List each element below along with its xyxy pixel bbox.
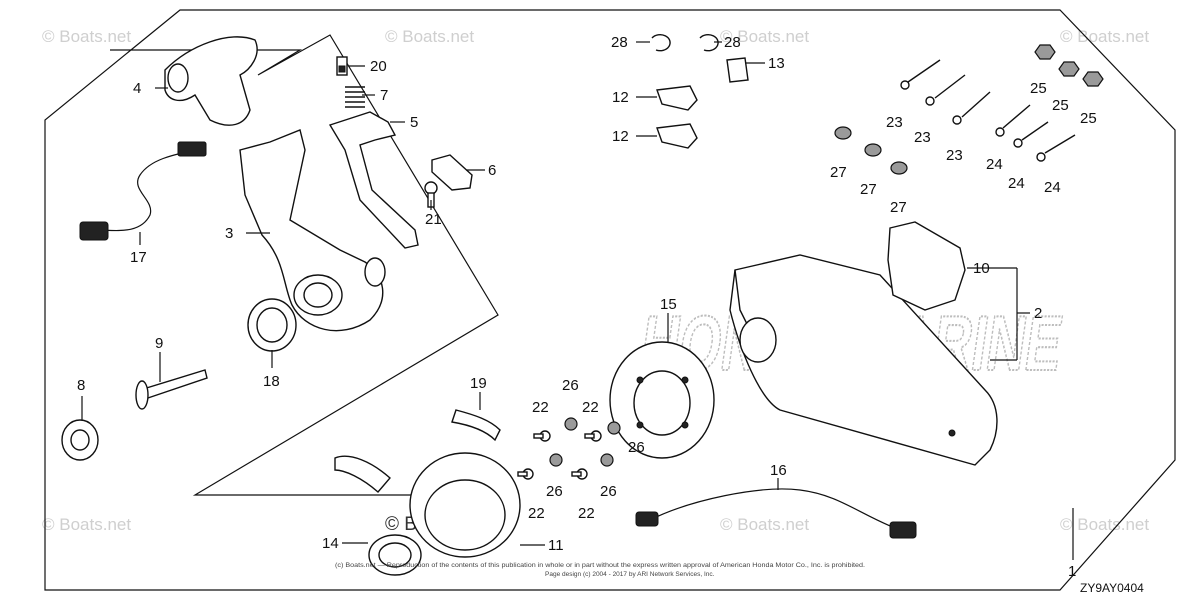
watermark-text: © Boats.net [1060, 515, 1149, 534]
callout: 12 [612, 89, 629, 106]
callout: 28 [724, 34, 741, 51]
shim-plate [451, 409, 501, 442]
callout: 17 [130, 249, 147, 266]
callout: 22 [582, 399, 599, 416]
watermark-text: © Boats.net [385, 27, 474, 46]
main-housing [729, 254, 998, 466]
clips-and-blocks [651, 34, 749, 149]
callout: 19 [470, 375, 487, 392]
brake-drum [409, 452, 521, 558]
callout: 27 [830, 164, 847, 181]
callout: 27 [860, 181, 877, 198]
segment-plate [334, 455, 391, 493]
callout: 22 [578, 505, 595, 522]
callout: 5 [410, 114, 418, 131]
callout: 4 [133, 80, 141, 97]
assembly-outline [44, 9, 1176, 591]
bracket-part [431, 154, 473, 191]
callout: 15 [660, 296, 677, 313]
callout: 26 [562, 377, 579, 394]
callout: 7 [380, 87, 388, 104]
seal-ring [247, 298, 297, 352]
callout: 14 [322, 535, 339, 552]
link-arm-part [328, 111, 419, 249]
pivot-pin [135, 369, 208, 410]
callout: 28 [611, 34, 628, 51]
callout: 24 [986, 156, 1003, 173]
main-wire-harness [635, 488, 917, 539]
control-arm-part [239, 129, 386, 332]
stator-part [609, 341, 715, 459]
callout: 20 [370, 58, 387, 75]
callout: 25 [1052, 97, 1069, 114]
callout: 11 [548, 537, 564, 554]
callout: 26 [546, 483, 563, 500]
hardware-group [834, 44, 1104, 175]
gasket-plate [887, 221, 966, 311]
callout: 23 [946, 147, 963, 164]
callout: 25 [1030, 80, 1047, 97]
callout: 25 [1080, 110, 1097, 127]
wire-harness-small [79, 141, 207, 241]
callout: 13 [768, 55, 785, 72]
callout: 18 [263, 373, 280, 390]
callout: 12 [612, 128, 629, 145]
watermark-text: © Boats.net [720, 515, 809, 534]
callout: 26 [600, 483, 617, 500]
screw-and-spring [336, 56, 365, 108]
spring-clip [368, 534, 422, 576]
callout: 22 [528, 505, 545, 522]
subassembly-outline [110, 34, 500, 496]
knob-cap [61, 419, 99, 461]
callout: 22 [532, 399, 549, 416]
drawing-code: ZY9AY0404 [1080, 581, 1144, 595]
callout: 24 [1008, 175, 1025, 192]
leader-lines [81, 41, 1074, 560]
callout: 16 [770, 462, 787, 479]
callout: 6 [488, 162, 496, 179]
watermark-text: © Boats.net [720, 27, 809, 46]
callout: 10 [973, 260, 990, 277]
watermark-text: © Boats.net [1060, 27, 1149, 46]
watermark-text: © Boats.net [42, 27, 131, 46]
callout: 3 [225, 225, 233, 242]
callout: 21 [425, 211, 442, 228]
callout: 8 [77, 377, 85, 394]
callout: 24 [1044, 179, 1061, 196]
callout: 23 [914, 129, 931, 146]
callout-numbers: 4 20 7 5 6 21 3 17 18 9 8 19 11 14 15 16… [77, 34, 1097, 580]
callout: 2 [1034, 305, 1042, 322]
callout: 1 [1068, 563, 1076, 580]
callout: 23 [886, 114, 903, 131]
lever-handle-part [164, 36, 258, 126]
copyright-line: Page design (c) 2004 - 2017 by ARI Netwo… [545, 571, 715, 578]
fasteners-22-26 [517, 417, 621, 480]
callout: 9 [155, 335, 163, 352]
callout: 27 [890, 199, 907, 216]
callout: 26 [628, 439, 645, 456]
copyright-line: (c) Boats.net — Reproduction of the cont… [335, 562, 865, 569]
watermark-text: © Boats.net [42, 515, 131, 534]
